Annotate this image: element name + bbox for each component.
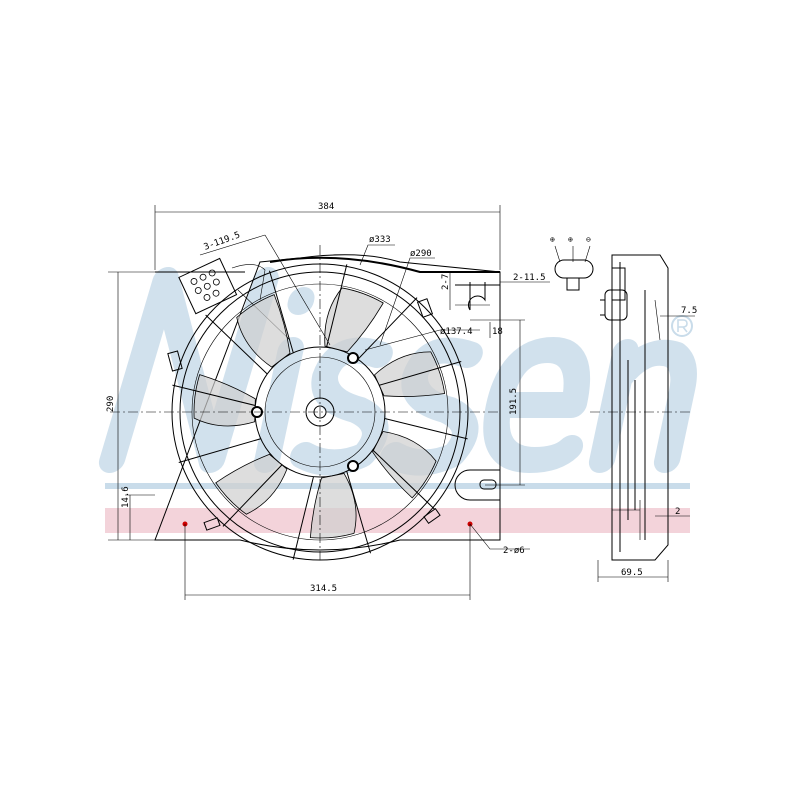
shroud-spoke (326, 264, 348, 348)
dim-hole-spacing: 314.5 (310, 584, 337, 594)
shroud-spoke (346, 471, 372, 554)
dim-holes: 2-ø6 (503, 546, 525, 556)
shroud-spoke (222, 464, 283, 527)
dim-slot-width: 2-7 (441, 274, 451, 290)
dim-side-offset: 7.5 (681, 306, 697, 316)
fan-frame (154, 254, 501, 551)
dimension-lines (108, 205, 695, 600)
shroud-spoke (292, 476, 314, 560)
fan-blade (309, 473, 357, 539)
plug-connector: ⊕ ⊕ ⊖ (550, 235, 594, 291)
shroud-spoke (372, 449, 435, 510)
pin-symbol: ⊕ (550, 235, 555, 244)
pin-symbol: ⊕ (568, 235, 573, 244)
watermark-blue-band (105, 483, 690, 489)
pin-symbol: ⊖ (586, 235, 591, 244)
dim-slot: 2-11.5 (513, 273, 546, 283)
fan-blade (324, 287, 384, 353)
fan-blade (193, 374, 256, 427)
shroud-spoke (172, 384, 256, 406)
dim-slot-offset: 18 (492, 327, 503, 337)
fan-blade (236, 294, 291, 368)
fan-blade (372, 431, 437, 499)
dim-mount-offset: 14.6 (121, 486, 131, 508)
side-view (600, 254, 669, 561)
dim-overall-width: 384 (318, 202, 334, 212)
shroud-spoke (205, 314, 268, 375)
dim-motor-bolt: 3-119.5 (203, 230, 242, 252)
dim-fan-diameter: ø290 (410, 249, 432, 259)
dim-hub-diameter: ø137.4 (440, 327, 473, 337)
motor-screw (347, 352, 359, 364)
dim-overall-height: 290 (106, 396, 116, 412)
dim-hole-height: 191.5 (509, 388, 519, 415)
shroud-spoke (384, 418, 468, 440)
registered-mark-icon (671, 315, 693, 337)
dim-shroud-diameter: ø333 (369, 235, 391, 245)
motor-screw (347, 460, 359, 472)
shroud-spoke (178, 438, 261, 464)
dim-depth: 69.5 (621, 568, 643, 578)
shroud-spoke (268, 270, 294, 353)
watermark-pink-band (105, 508, 690, 533)
dim-side-small: 2 (675, 507, 680, 517)
fan-blade (374, 351, 446, 397)
shroud-spoke (379, 360, 462, 386)
fan-blade (215, 453, 288, 515)
motor-connector (178, 257, 238, 315)
